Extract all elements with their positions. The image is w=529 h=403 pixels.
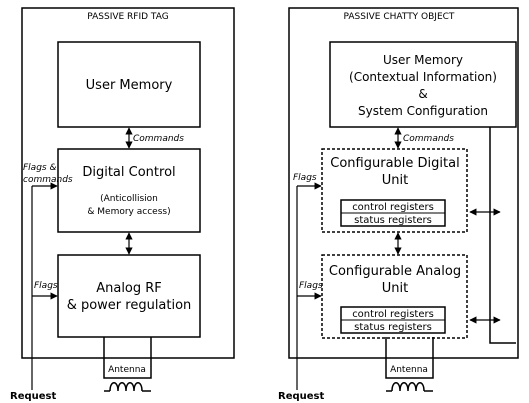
chatty-antenna-coil-icon <box>391 382 425 392</box>
chatty-flags-label-bottom: Flags <box>299 281 323 291</box>
user-memory-label: User Memory <box>86 78 173 93</box>
chatty-user-memory-line3: & <box>418 87 427 101</box>
register-bus <box>489 127 516 344</box>
chatty-user-memory-line2: (Contextual Information) <box>349 70 497 84</box>
user-memory-block <box>57 41 201 128</box>
passive-rfid-tag-frame <box>21 7 235 359</box>
digital-unit-line2: Unit <box>382 173 408 188</box>
flags-commands-label-2: commands <box>23 175 73 185</box>
analog-status-registers: status registers <box>354 322 432 333</box>
digital-control-line2: & Memory access) <box>87 207 170 217</box>
request-label: Request <box>10 391 56 402</box>
chatty-antenna-wire <box>385 337 434 379</box>
chatty-user-memory-block <box>329 41 517 128</box>
configurable-analog-unit <box>321 254 468 339</box>
right-panel-title: PASSIVE CHATTY OBJECT <box>344 12 455 22</box>
flags-label: Flags <box>34 281 58 291</box>
commands-label: Commands <box>133 134 184 144</box>
digital-control-block <box>57 148 201 233</box>
digital-control-registers: control registers <box>352 202 434 213</box>
chatty-request-label: Request <box>278 391 324 402</box>
analog-rf-line1: Analog RF <box>96 281 162 296</box>
right-panel: PASSIVE CHATTY OBJECT User Memory (Conte… <box>278 7 519 402</box>
chatty-flags-label-top: Flags <box>293 173 317 183</box>
analog-rf-block <box>57 254 201 338</box>
digital-unit-line1: Configurable Digital <box>330 156 459 171</box>
flags-commands-label-1: Flags & <box>23 163 56 173</box>
chatty-user-memory-line4: System Configuration <box>358 104 488 118</box>
configurable-digital-unit <box>321 148 468 233</box>
chatty-antenna-label: Antenna <box>390 365 428 375</box>
left-panel-title: PASSIVE RFID TAG <box>87 12 168 22</box>
left-panel: PASSIVE RFID TAG User Memory Commands Di… <box>10 7 235 402</box>
antenna-label: Antenna <box>108 365 146 375</box>
antenna-wire <box>103 337 152 379</box>
digital-status-registers: status registers <box>354 215 432 226</box>
analog-unit-line1: Configurable Analog <box>329 264 461 279</box>
chatty-commands-label: Commands <box>403 134 454 144</box>
analog-rf-line2: & power regulation <box>67 298 192 313</box>
antenna-coil-icon <box>109 382 143 392</box>
analog-control-registers: control registers <box>352 309 434 320</box>
digital-control-title: Digital Control <box>82 165 175 180</box>
analog-unit-line2: Unit <box>382 281 408 296</box>
passive-chatty-object-frame <box>288 7 519 359</box>
digital-control-line1: (Anticollision <box>100 194 158 204</box>
chatty-user-memory-line1: User Memory <box>383 53 463 67</box>
